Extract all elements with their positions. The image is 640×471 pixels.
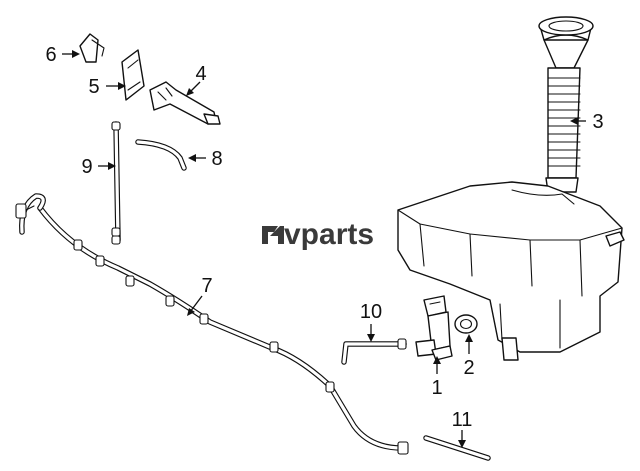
callout-6: 6 (45, 44, 56, 66)
callout-4: 4 (195, 63, 206, 85)
washer-reservoir (397, 181, 625, 361)
washer-hose-main (15, 193, 409, 455)
filler-neck (538, 16, 594, 193)
callout-10: 10 (360, 301, 382, 323)
washer-pump (415, 295, 453, 361)
hose-lower (423, 435, 491, 461)
callout-2: 2 (463, 357, 474, 379)
hose-short (341, 338, 407, 365)
callout-5: 5 (88, 76, 99, 98)
watermark-mark-icon (262, 226, 284, 244)
watermark-logo: vparts (262, 218, 374, 251)
nozzle-cap (79, 33, 105, 63)
washer-nozzle (149, 81, 221, 125)
callout-1: 1 (431, 377, 442, 399)
pump-grommet (454, 314, 478, 334)
callout-3: 3 (592, 111, 603, 133)
callout-8: 8 (211, 148, 222, 170)
callout-11: 11 (452, 409, 473, 431)
callout-leaders (62, 50, 586, 448)
watermark-text: vparts (284, 218, 374, 251)
callout-9: 9 (81, 156, 92, 178)
callout-7: 7 (201, 275, 212, 297)
hose-vertical (111, 121, 121, 245)
nozzle-bracket (121, 49, 145, 101)
hose-curved (135, 139, 187, 171)
